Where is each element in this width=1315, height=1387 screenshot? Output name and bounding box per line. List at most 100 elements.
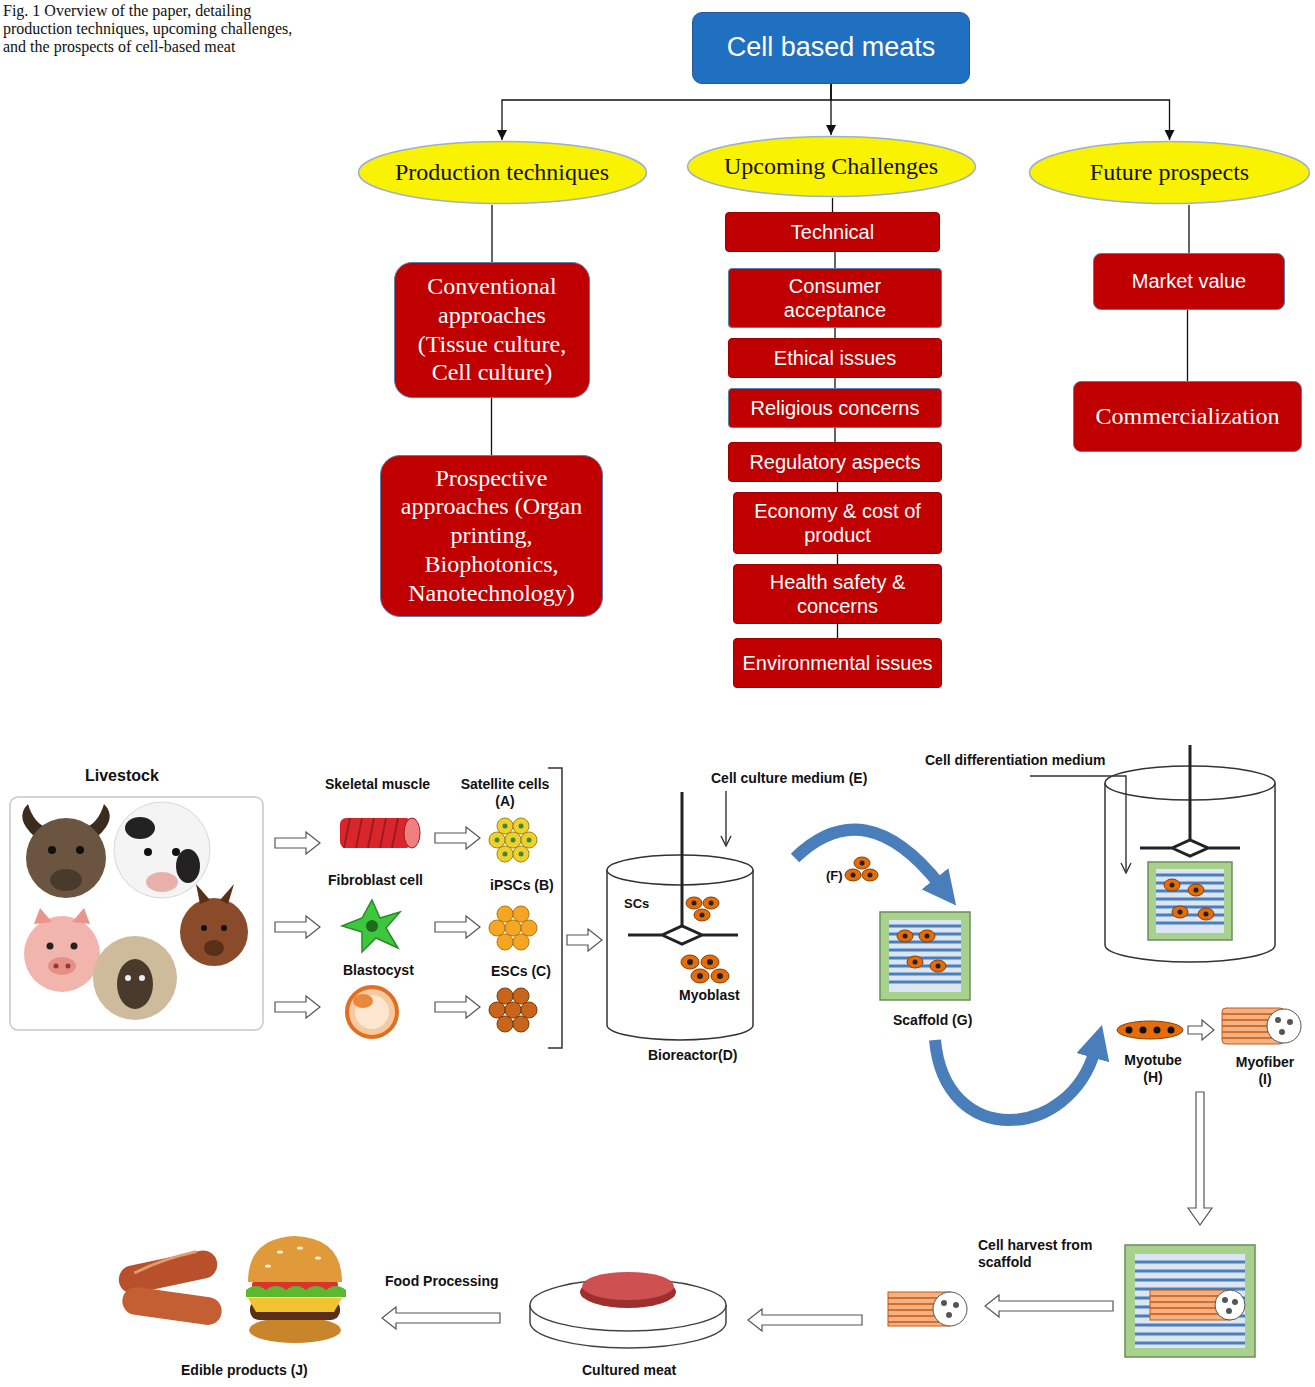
esc-cluster: [513, 988, 529, 1004]
item-box: Technical: [725, 212, 940, 252]
cell-nucleus: [868, 873, 873, 878]
node-text: Upcoming Challenges: [724, 152, 938, 181]
differentiation-bioreactor: [1030, 776, 1126, 872]
node-text: Market value: [1102, 269, 1276, 293]
ipsc-cluster: [497, 906, 513, 922]
connector: [834, 252, 835, 268]
livestock-frame: [24, 916, 100, 992]
node-text: Production techniques: [395, 158, 609, 187]
livestock-frame: [204, 940, 224, 956]
meat-plate: [582, 1272, 674, 1300]
label-box: Bioreactor(D): [648, 1047, 737, 1064]
label-box: Scaffold (G): [893, 1012, 972, 1029]
myofiber: [1222, 1008, 1301, 1044]
item-box: Health safety & concerns: [733, 564, 942, 624]
part-label: Myofiber (I): [1230, 1054, 1300, 1088]
cell: [694, 909, 710, 921]
myotube: [1168, 1027, 1175, 1034]
livestock-frame: [220, 884, 234, 904]
node-content: Consumer acceptance: [737, 274, 933, 322]
differentiation-bioreactor: [1164, 879, 1180, 891]
node-content: Cell based meats: [701, 31, 961, 63]
differentiation-bioreactor: [1030, 745, 1275, 962]
cell-nucleus: [860, 861, 865, 866]
livestock-frame: [125, 817, 155, 839]
transfer-arrow: [795, 830, 1095, 1120]
cell: [681, 955, 699, 969]
node-content: Environmental issues: [742, 651, 933, 675]
satellite-cell-nucleus: [495, 824, 532, 857]
part-label: Cultured meat: [582, 1362, 676, 1379]
item-box: Ethical issues: [728, 338, 942, 378]
livestock-frame: [125, 975, 131, 981]
hollow-arrow: [1188, 1092, 1212, 1225]
connector: [831, 84, 1170, 140]
node-content: Economy & cost of product: [742, 499, 933, 547]
hollow-arrow: [382, 1307, 500, 1329]
satellite-cell-cluster: [489, 818, 537, 862]
connector: [1187, 310, 1188, 381]
livestock-frame: [66, 964, 71, 969]
node-text: Conventional approaches (Tissue culture,…: [403, 272, 581, 387]
differentiation-bioreactor: [1198, 908, 1214, 920]
edible-products: [277, 1250, 283, 1253]
label-box: Myoblast: [679, 987, 740, 1004]
esc-cluster: [513, 1016, 529, 1032]
edible-products: [133, 1252, 198, 1273]
livestock-frame: [72, 908, 90, 924]
satellite-cell-nucleus: [519, 852, 524, 857]
harvest-scaffold: [1222, 1297, 1228, 1303]
node-text: Health safety & concerns: [742, 570, 933, 618]
part-label: Fibroblast cell: [328, 872, 423, 889]
connector: [837, 482, 838, 492]
cell: [681, 857, 878, 983]
label-box: Food Processing: [385, 1273, 499, 1290]
myotube: [1140, 1027, 1147, 1034]
node-content: Conventional approaches (Tissue culture,…: [403, 272, 581, 387]
myofiber: [1279, 1029, 1285, 1035]
scaffold: [913, 960, 918, 965]
satellite-cell-nucleus: [503, 852, 508, 857]
livestock-frame: [201, 925, 207, 931]
label-box: Livestock: [85, 766, 159, 785]
differentiation-bioreactor: [1156, 869, 1224, 933]
myofiber-bundle: [933, 1292, 967, 1326]
scaffold: [925, 934, 930, 939]
cell-nucleus: [851, 873, 856, 878]
meat-plate: [530, 1272, 726, 1348]
satellite-cell-cluster: [505, 832, 521, 848]
hollow-arrow: [435, 996, 480, 1018]
livestock-frame: [221, 925, 227, 931]
label-box: Cultured meat: [582, 1362, 676, 1379]
hollow-arrow: [275, 916, 320, 938]
node-text: Economy & cost of product: [742, 499, 933, 547]
livestock-frame: [10, 797, 263, 1030]
cell-nucleus: [707, 959, 713, 965]
myofiber-bundle: [888, 1292, 967, 1326]
esc-cluster: [497, 1016, 513, 1032]
harvest-scaffold: [1125, 1245, 1255, 1357]
harvest-scaffold: [1215, 1290, 1245, 1320]
myotube: [1154, 1027, 1161, 1034]
scaffold: [903, 934, 908, 939]
scaffold: [907, 956, 923, 968]
satellite-cell-nucleus: [495, 838, 500, 843]
node-text: Religious concerns: [737, 396, 933, 420]
cell-nucleus: [717, 973, 723, 979]
ellipse-outline: [1030, 142, 1310, 204]
node-text: Commercialization: [1082, 402, 1293, 431]
cell: [845, 869, 861, 881]
edible-products: [246, 1286, 346, 1297]
cell-nucleus: [687, 959, 693, 965]
part-label: Cell culture medium (E): [711, 770, 867, 787]
hollow-arrow: [275, 832, 320, 854]
fibroblast-cell: [342, 900, 400, 952]
edible-products: [121, 1285, 224, 1327]
part-label: (F): [826, 868, 843, 884]
label-box: Blastocyst: [343, 962, 414, 979]
bracket: [548, 768, 562, 1048]
part-label: Myoblast: [679, 987, 740, 1004]
